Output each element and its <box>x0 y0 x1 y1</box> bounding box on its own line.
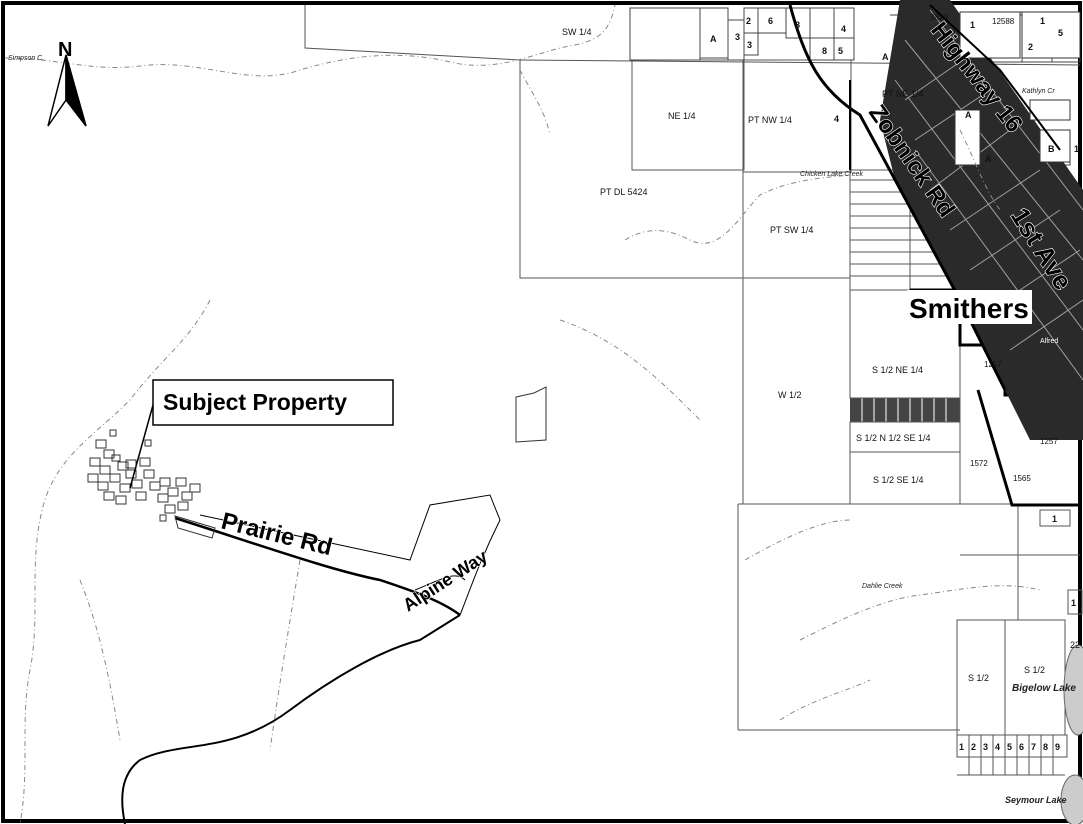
label-lot-2b: 2 <box>1028 42 1033 52</box>
label-row-4: 4 <box>995 742 1000 752</box>
parcel-dark-strip <box>850 398 960 422</box>
north-label: N <box>58 39 72 61</box>
label-s12ne14: S 1/2 NE 1/4 <box>872 365 923 375</box>
label-lot-a2: A <box>882 52 889 62</box>
label-s12a: S 1/2 <box>968 673 989 683</box>
label-lot-4b: 4 <box>834 114 839 124</box>
seymour-lake-label: Seymour Lake <box>1005 795 1067 805</box>
label-1572: 1572 <box>970 459 988 468</box>
label-row-6: 6 <box>1019 742 1024 752</box>
town-label-box <box>907 290 1032 324</box>
parcel-labels: SW 1/4 NE 1/4 PT NW 1/4 PT NE 1/4 PT DL … <box>562 13 1080 752</box>
label-lot-a3: A <box>965 110 972 120</box>
chicken-lake-creek-label: Chicken Lake Creek <box>800 171 864 178</box>
label-ptdl5424: PT DL 5424 <box>600 187 648 197</box>
callout-box <box>152 379 394 426</box>
label-sw14: SW 1/4 <box>562 27 592 37</box>
lot-number-row: 1 2 3 4 5 6 7 8 9 <box>959 742 1060 752</box>
label-ptsw14: PT SW 1/4 <box>770 225 813 235</box>
label-alfred: Alfred <box>1040 338 1058 345</box>
label-lot-4a: 4 <box>841 24 846 34</box>
label-w12: W 1/2 <box>778 390 802 400</box>
label-row-2: 2 <box>971 742 976 752</box>
label-row-8: 8 <box>1043 742 1048 752</box>
parcel-boundaries <box>304 5 1083 776</box>
label-row-9: 9 <box>1055 742 1060 752</box>
kathlyn-creek-label: Kathlyn Cr <box>1022 88 1055 95</box>
label-ptne14: PT NE 1/4 <box>882 89 923 99</box>
label-3820: 3820 <box>930 13 948 22</box>
label-12588: 12588 <box>992 17 1015 26</box>
subject-property-label: Subject Property <box>163 389 347 415</box>
creek-lines <box>4 4 1041 824</box>
label-lot-a4: A <box>985 154 992 164</box>
label-lot-6: 6 <box>768 16 773 26</box>
subject-subdivision <box>87 429 216 539</box>
label-lot-a1: A <box>710 34 717 44</box>
label-ptnw14: PT NW 1/4 <box>748 115 792 125</box>
town-grid <box>880 0 1083 440</box>
label-lot-1e: 1 <box>1071 598 1076 608</box>
label-lot-1b: 1 <box>1040 16 1045 26</box>
label-lot-3b: 3 <box>747 40 752 50</box>
north-arrow-icon <box>47 54 87 127</box>
label-lot-5b: 5 <box>1058 28 1063 38</box>
label-lot-1a: 1 <box>970 20 975 30</box>
label-lot-3a: 3 <box>735 32 740 42</box>
town-label: Smithers <box>909 293 1029 324</box>
label-22: 22 <box>1070 640 1080 650</box>
bigelow-lake-label: Bigelow Lake <box>1012 683 1076 694</box>
callout-leader <box>129 404 154 489</box>
label-1257b: 1257 <box>1040 437 1058 446</box>
label-1565: 1565 <box>1013 474 1031 483</box>
label-row-3: 3 <box>983 742 988 752</box>
label-lot-8a: 8 <box>795 20 800 30</box>
label-lot-8b: 8 <box>822 46 827 56</box>
label-lot-1c: 1 <box>1074 144 1079 154</box>
label-1257a: 1257 <box>984 360 1002 369</box>
lakes <box>1060 644 1083 824</box>
label-lot-2: 2 <box>746 16 751 26</box>
small-parcel <box>515 386 547 443</box>
label-ne14: NE 1/4 <box>668 111 696 121</box>
label-s12se14: S 1/2 SE 1/4 <box>873 475 924 485</box>
dahlie-creek-label: Dahlie Creek <box>862 583 903 590</box>
road-lines <box>121 4 1061 824</box>
label-s12n12se14: S 1/2 N 1/2 SE 1/4 <box>856 433 931 443</box>
label-row-7: 7 <box>1031 742 1036 752</box>
label-row-5: 5 <box>1007 742 1012 752</box>
label-row-1: 1 <box>959 742 964 752</box>
label-lot-5a: 5 <box>838 46 843 56</box>
simpson-creek-label: Simpson C. <box>8 55 44 62</box>
label-lot-b: B <box>1048 144 1055 154</box>
label-lot-1d: 1 <box>1052 514 1057 524</box>
label-s12b: S 1/2 <box>1024 665 1045 675</box>
